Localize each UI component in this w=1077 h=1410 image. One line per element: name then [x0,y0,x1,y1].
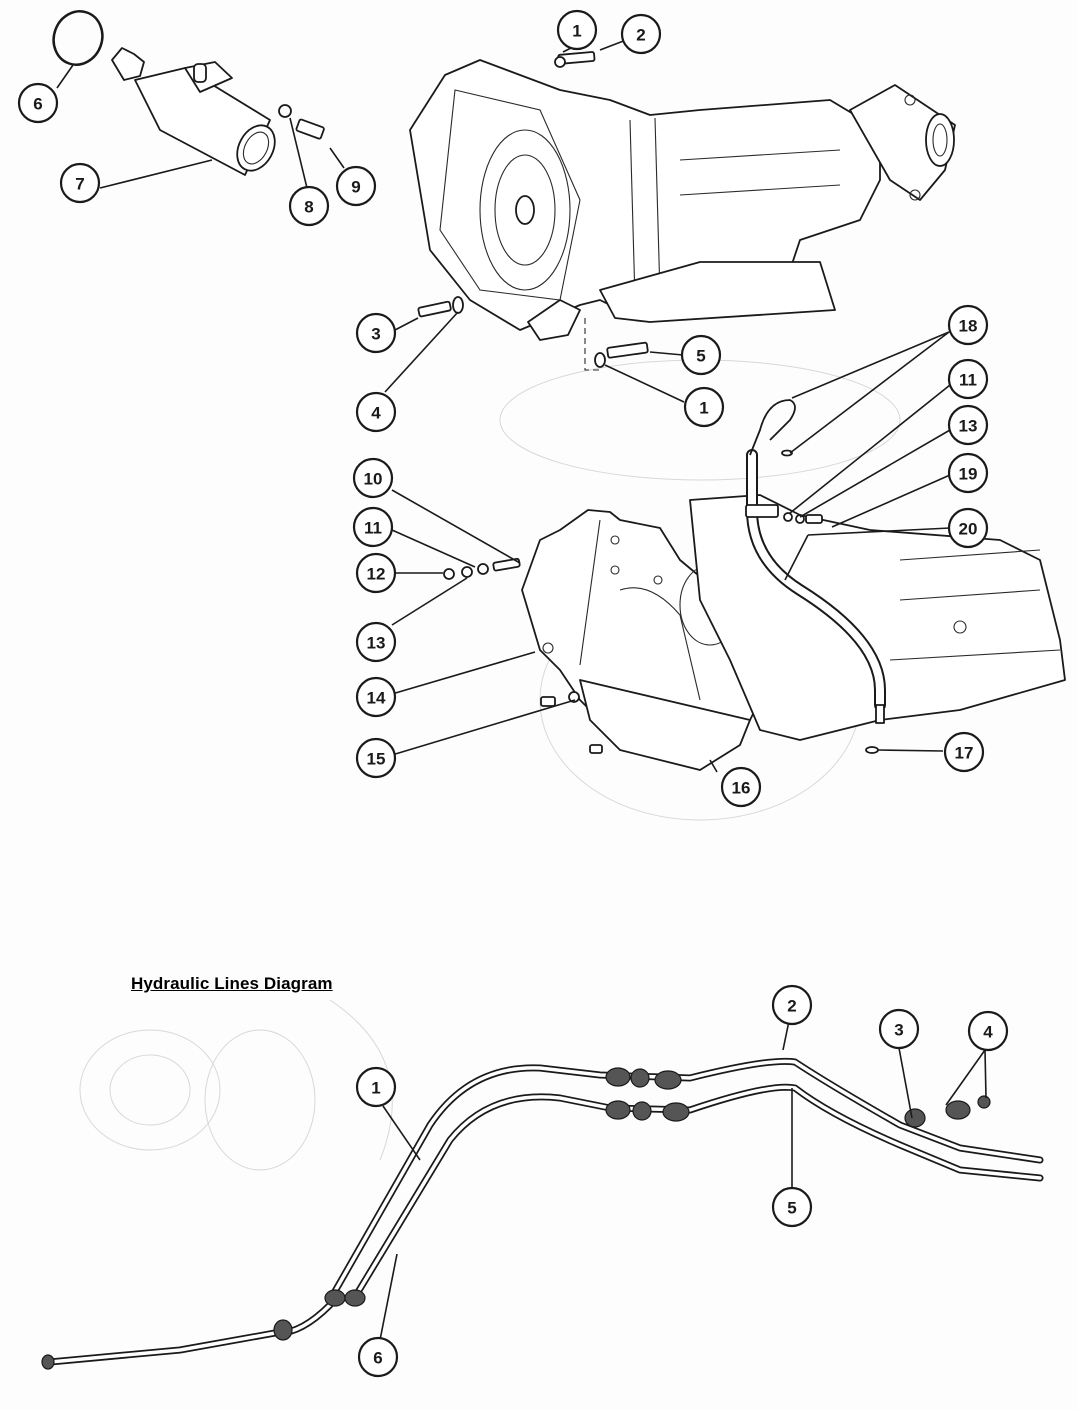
callout-part-6: 6 [17,82,59,124]
callout-label: 3 [894,1021,903,1040]
rear-case-illustration [689,494,1066,741]
callout-part-15: 15 [355,737,397,779]
callout-label: 6 [373,1349,382,1368]
callout-part-13-right: 13 [947,404,989,446]
callout-label: 1 [572,22,581,41]
callout-part-4: 4 [355,391,397,433]
callout-part-10: 10 [352,457,394,499]
hydraulic-lines-illustration [41,1057,1044,1370]
callout-label: 18 [959,317,978,336]
transmission-case-illustration [409,51,956,371]
callout-label: 4 [371,404,381,423]
callout-label: 3 [371,325,380,344]
callout-part-11-right: 11 [947,358,989,400]
callout-label: 5 [787,1199,796,1218]
callout-label: 13 [367,634,386,653]
callout-part-19: 19 [947,452,989,494]
callout-label: 1 [699,399,708,418]
callout-label: 19 [959,465,978,484]
callout-line-6: 6 [357,1336,399,1378]
callout-label: 7 [75,175,84,194]
callout-label: 16 [732,779,751,798]
callout-part-3: 3 [355,312,397,354]
hydraulic-lines-heading: Hydraulic Lines Diagram [131,974,333,993]
callout-part-2: 2 [620,13,662,55]
callout-label: 4 [983,1023,993,1042]
callout-label: 17 [955,744,974,763]
dipstick-tube-illustration [745,399,886,754]
callout-part-9: 9 [335,165,377,207]
callout-line-2: 2 [771,984,813,1026]
lower-leader-lines [379,1020,987,1341]
callout-label: 10 [364,470,383,489]
callout-label: 6 [33,95,42,114]
callout-label: 11 [364,519,382,538]
line-fittings [41,1067,991,1370]
callout-label: 20 [959,520,978,539]
callout-label: 2 [787,997,796,1016]
callout-line-3: 3 [878,1008,920,1050]
callout-label: 13 [959,417,978,436]
callout-part-7: 7 [59,162,101,204]
callout-label: 11 [959,371,977,390]
callout-label: 15 [367,750,386,769]
callout-part-1-lower: 1 [683,386,725,428]
upper-leader-lines [56,39,951,773]
callout-part-5: 5 [680,334,722,376]
callout-part-20: 20 [947,507,989,549]
callout-label: 8 [304,198,313,217]
callout-line-4: 4 [967,1010,1009,1052]
callout-line-5: 5 [771,1186,813,1228]
speedometer-drive-illustration [52,10,325,176]
callout-label: 2 [636,26,645,45]
callout-part-14: 14 [355,676,397,718]
callout-part-11-left: 11 [352,506,394,548]
callout-part-16: 16 [720,766,762,808]
callout-part-8: 8 [288,185,330,227]
callout-part-1: 1 [556,9,598,51]
callout-label: 9 [351,178,360,197]
callout-label: 14 [367,689,386,708]
callout-label: 5 [696,347,705,366]
adapter-plate-illustration [443,509,761,771]
callout-part-12: 12 [355,552,397,594]
background-ghost-artwork [79,359,901,1171]
callout-part-17: 17 [943,731,985,773]
callout-line-1: 1 [355,1066,397,1108]
callout-label: 1 [371,1079,380,1098]
callout-part-18: 18 [947,304,989,346]
callout-part-13-left: 13 [355,621,397,663]
callout-label: 12 [367,565,386,584]
